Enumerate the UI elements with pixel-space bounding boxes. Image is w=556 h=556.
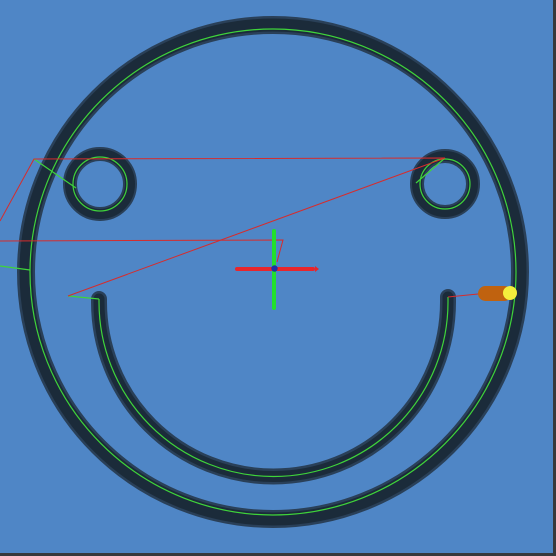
viewport-frame-edge (0, 553, 556, 556)
rapid-move-path (0, 157, 446, 297)
cutting-tool-icon[interactable] (478, 286, 517, 301)
face-cut-path (29, 28, 517, 516)
origin-point (271, 265, 278, 272)
right-eye-lead-in (415, 157, 446, 184)
x-axis-arrow (315, 266, 319, 272)
face-outline-groove-inner (19, 18, 527, 526)
tool-holder (478, 286, 512, 301)
left-eye-cut-path (72, 156, 128, 212)
face-lead-in (0, 265, 31, 271)
right-eye-cut-path (419, 158, 471, 210)
right-eye-groove-inner (412, 151, 478, 217)
crosshair-axes-icon[interactable] (235, 229, 319, 310)
rapid-move-path-origin (0, 239, 284, 263)
smile-lead-in (67, 295, 100, 300)
viewport-frame-edge (553, 0, 556, 556)
smile-cut-path (98, 297, 449, 478)
left-eye-lead-in (33, 158, 77, 189)
tool-tip (503, 286, 517, 300)
